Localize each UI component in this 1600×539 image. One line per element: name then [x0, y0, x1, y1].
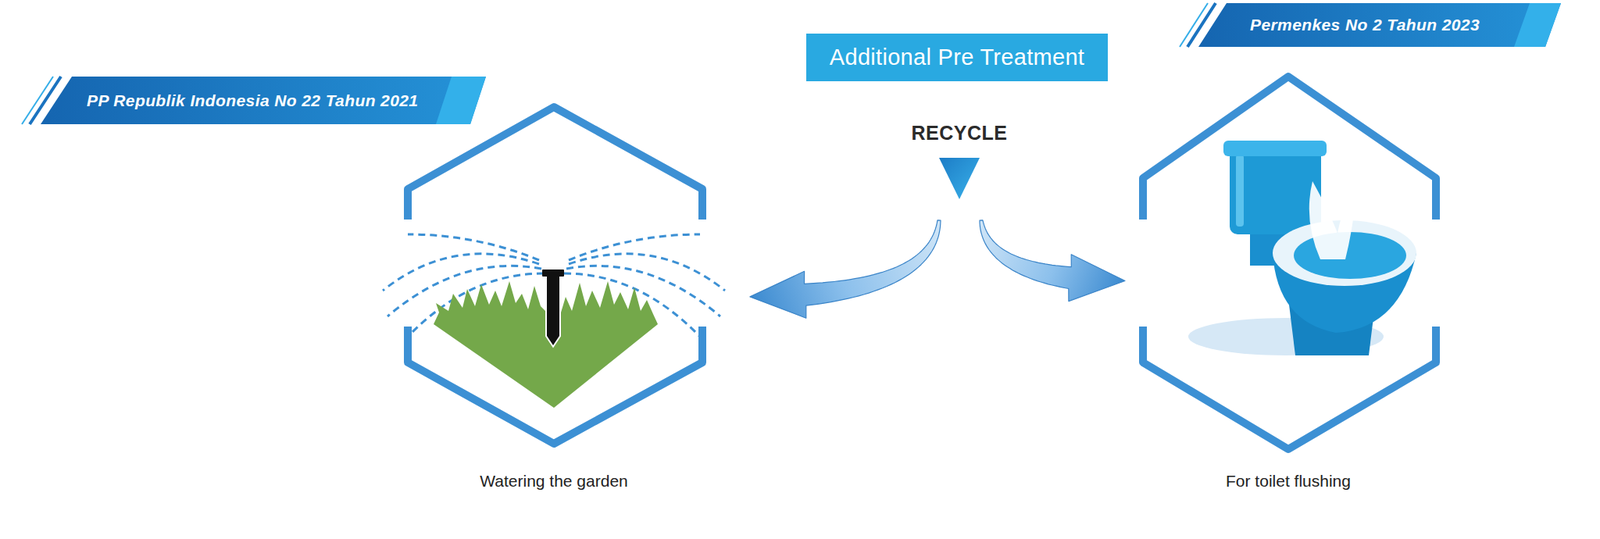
process-box: Additional Pre Treatment: [806, 33, 1108, 82]
toilet-shadow: [1188, 317, 1384, 356]
toilet-pedestal: [1289, 304, 1375, 356]
grass: [433, 281, 658, 408]
spray-line: [382, 253, 540, 291]
recycle-marker: RECYCLE: [908, 121, 1011, 221]
spray-line: [387, 265, 542, 317]
regulation-text: Permenkes No 2 Tahun 2023: [1250, 3, 1480, 47]
regulation-banner: PP Republik Indonesia No 22 Tahun 2021: [17, 76, 493, 125]
recycle-label: RECYCLE: [892, 121, 1026, 145]
use-label: Watering the garden: [397, 469, 711, 493]
toilet-neck: [1250, 222, 1305, 266]
spray-line: [407, 234, 540, 261]
banner-band: [1198, 3, 1561, 47]
use-hexagon: For toilet flushing: [1125, 70, 1454, 500]
recycle-triangle: [939, 157, 980, 200]
spray-line: [568, 234, 700, 261]
spray-line: [566, 265, 721, 317]
spray-line: [568, 253, 725, 291]
spray-lines: [382, 234, 725, 337]
sprinkler: [542, 269, 565, 346]
toilet-water: [1293, 232, 1407, 279]
use-hexagon-outline: [1125, 70, 1454, 500]
banner-accent: [435, 76, 486, 125]
tank-lid: [1223, 140, 1327, 157]
toilet: [1188, 140, 1417, 356]
spray-line: [564, 273, 700, 337]
use-hexagon: Watering the garden: [375, 101, 750, 500]
spray-line: [407, 273, 544, 337]
curved-arrow: [979, 220, 1125, 302]
regulation-text: PP Republik Indonesia No 22 Tahun 2021: [86, 76, 418, 125]
regulation-banner: Permenkes No 2 Tahun 2023: [1178, 3, 1563, 47]
hexagon-frame: [407, 107, 703, 444]
curved-arrow: [750, 220, 941, 318]
toilet-bowl: [1272, 253, 1417, 333]
banner-band: [40, 76, 486, 125]
sprinkler-stem: [546, 275, 560, 346]
toilet-rim: [1272, 220, 1417, 286]
water-splash: [1309, 181, 1358, 260]
toilet-tank: [1229, 146, 1322, 235]
tank-highlight: [1235, 154, 1244, 227]
banner-accent: [1514, 3, 1561, 47]
use-label: For toilet flushing: [1132, 469, 1445, 493]
use-hexagon-outline: [375, 101, 750, 500]
sprinkler-head: [542, 269, 565, 277]
box-fill: [806, 33, 1108, 82]
hexagon-frame: [1142, 76, 1436, 450]
box-label: Additional Pre Treatment: [806, 33, 1108, 82]
